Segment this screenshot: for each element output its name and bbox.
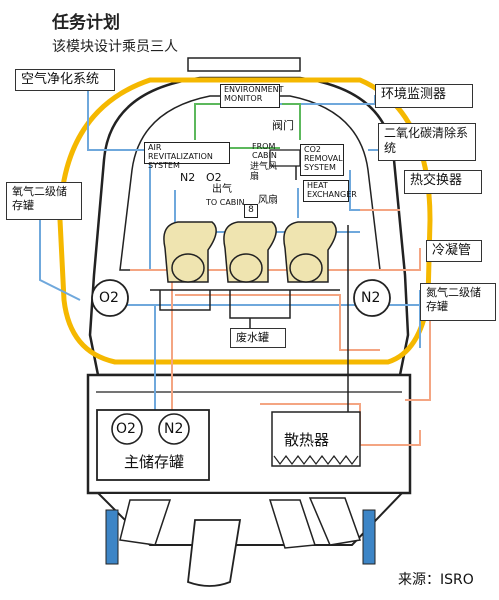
source-credit: 来源：ISRO xyxy=(398,572,474,588)
label-to-cabin: TO CABIN xyxy=(206,198,245,207)
label-fan: 风扇 xyxy=(258,195,278,206)
o2-secondary-tank xyxy=(91,279,129,317)
green-lines xyxy=(194,103,301,149)
main-n2-tank xyxy=(158,413,190,445)
label-air-purification: 空气净化系统 xyxy=(15,69,115,91)
page-title: 任务计划 xyxy=(52,13,120,33)
top-hatch xyxy=(187,57,301,72)
label-intake-fan: 进气风扇 xyxy=(250,162,278,183)
label-valve: 阀门 xyxy=(272,119,294,132)
label-co2-removal: 二氧化碳清除系统 xyxy=(378,123,476,161)
n2-tank-label: N2 xyxy=(361,290,381,306)
main-o2-label: O2 xyxy=(116,421,136,437)
n2-secondary-tank xyxy=(353,279,391,317)
sys-air-revitalization: AIR REVITALIZATION SYSTEM xyxy=(144,142,230,169)
capsule-hull xyxy=(88,76,410,377)
label-radiator: 散热器 xyxy=(284,431,330,449)
thruster-left xyxy=(105,509,119,565)
label-heat-exchanger: 热交换器 xyxy=(404,170,482,194)
thruster-right xyxy=(362,509,376,565)
sys-heat-exchanger: HEAT EXCHANGER xyxy=(303,180,357,202)
label-o2-inner: O2 xyxy=(206,171,222,184)
label-n2-inner: N2 xyxy=(180,171,196,184)
o2-tank-label: O2 xyxy=(99,290,119,306)
sys-co2-removal: CO2 REMOVAL SYSTEM xyxy=(300,144,344,176)
nozzle-far-right xyxy=(308,497,362,546)
page-subtitle: 该模块设计乘员三人 xyxy=(52,39,178,55)
label-waste-water: 废水罐 xyxy=(230,328,286,348)
radiator-fins xyxy=(273,455,359,465)
label-from-cabin: FROM CABIN xyxy=(252,142,277,161)
sys-environment-monitor: ENVIRONMENT MONITOR xyxy=(220,84,284,108)
main-o2-tank xyxy=(111,413,143,445)
label-env-monitoring: 环境监测器 xyxy=(375,84,473,108)
label-condenser: 冷凝管 xyxy=(426,240,482,262)
nozzle-right xyxy=(268,499,317,549)
label-outflow: 出气 xyxy=(212,184,232,195)
label-o2-secondary-storage: 氧气二级储存罐 xyxy=(6,182,82,220)
inner-hull xyxy=(119,95,381,271)
crew-seats xyxy=(163,221,337,283)
label-main-storage: 主储存罐 xyxy=(124,453,185,471)
main-nozzle xyxy=(187,519,242,587)
nozzle-left xyxy=(119,499,172,546)
fan-unit-number: 8 xyxy=(244,204,258,218)
main-n2-label: N2 xyxy=(164,421,184,437)
black-pipes xyxy=(150,160,349,418)
label-n2-secondary-storage: 氮气二级储存罐 xyxy=(420,283,496,321)
